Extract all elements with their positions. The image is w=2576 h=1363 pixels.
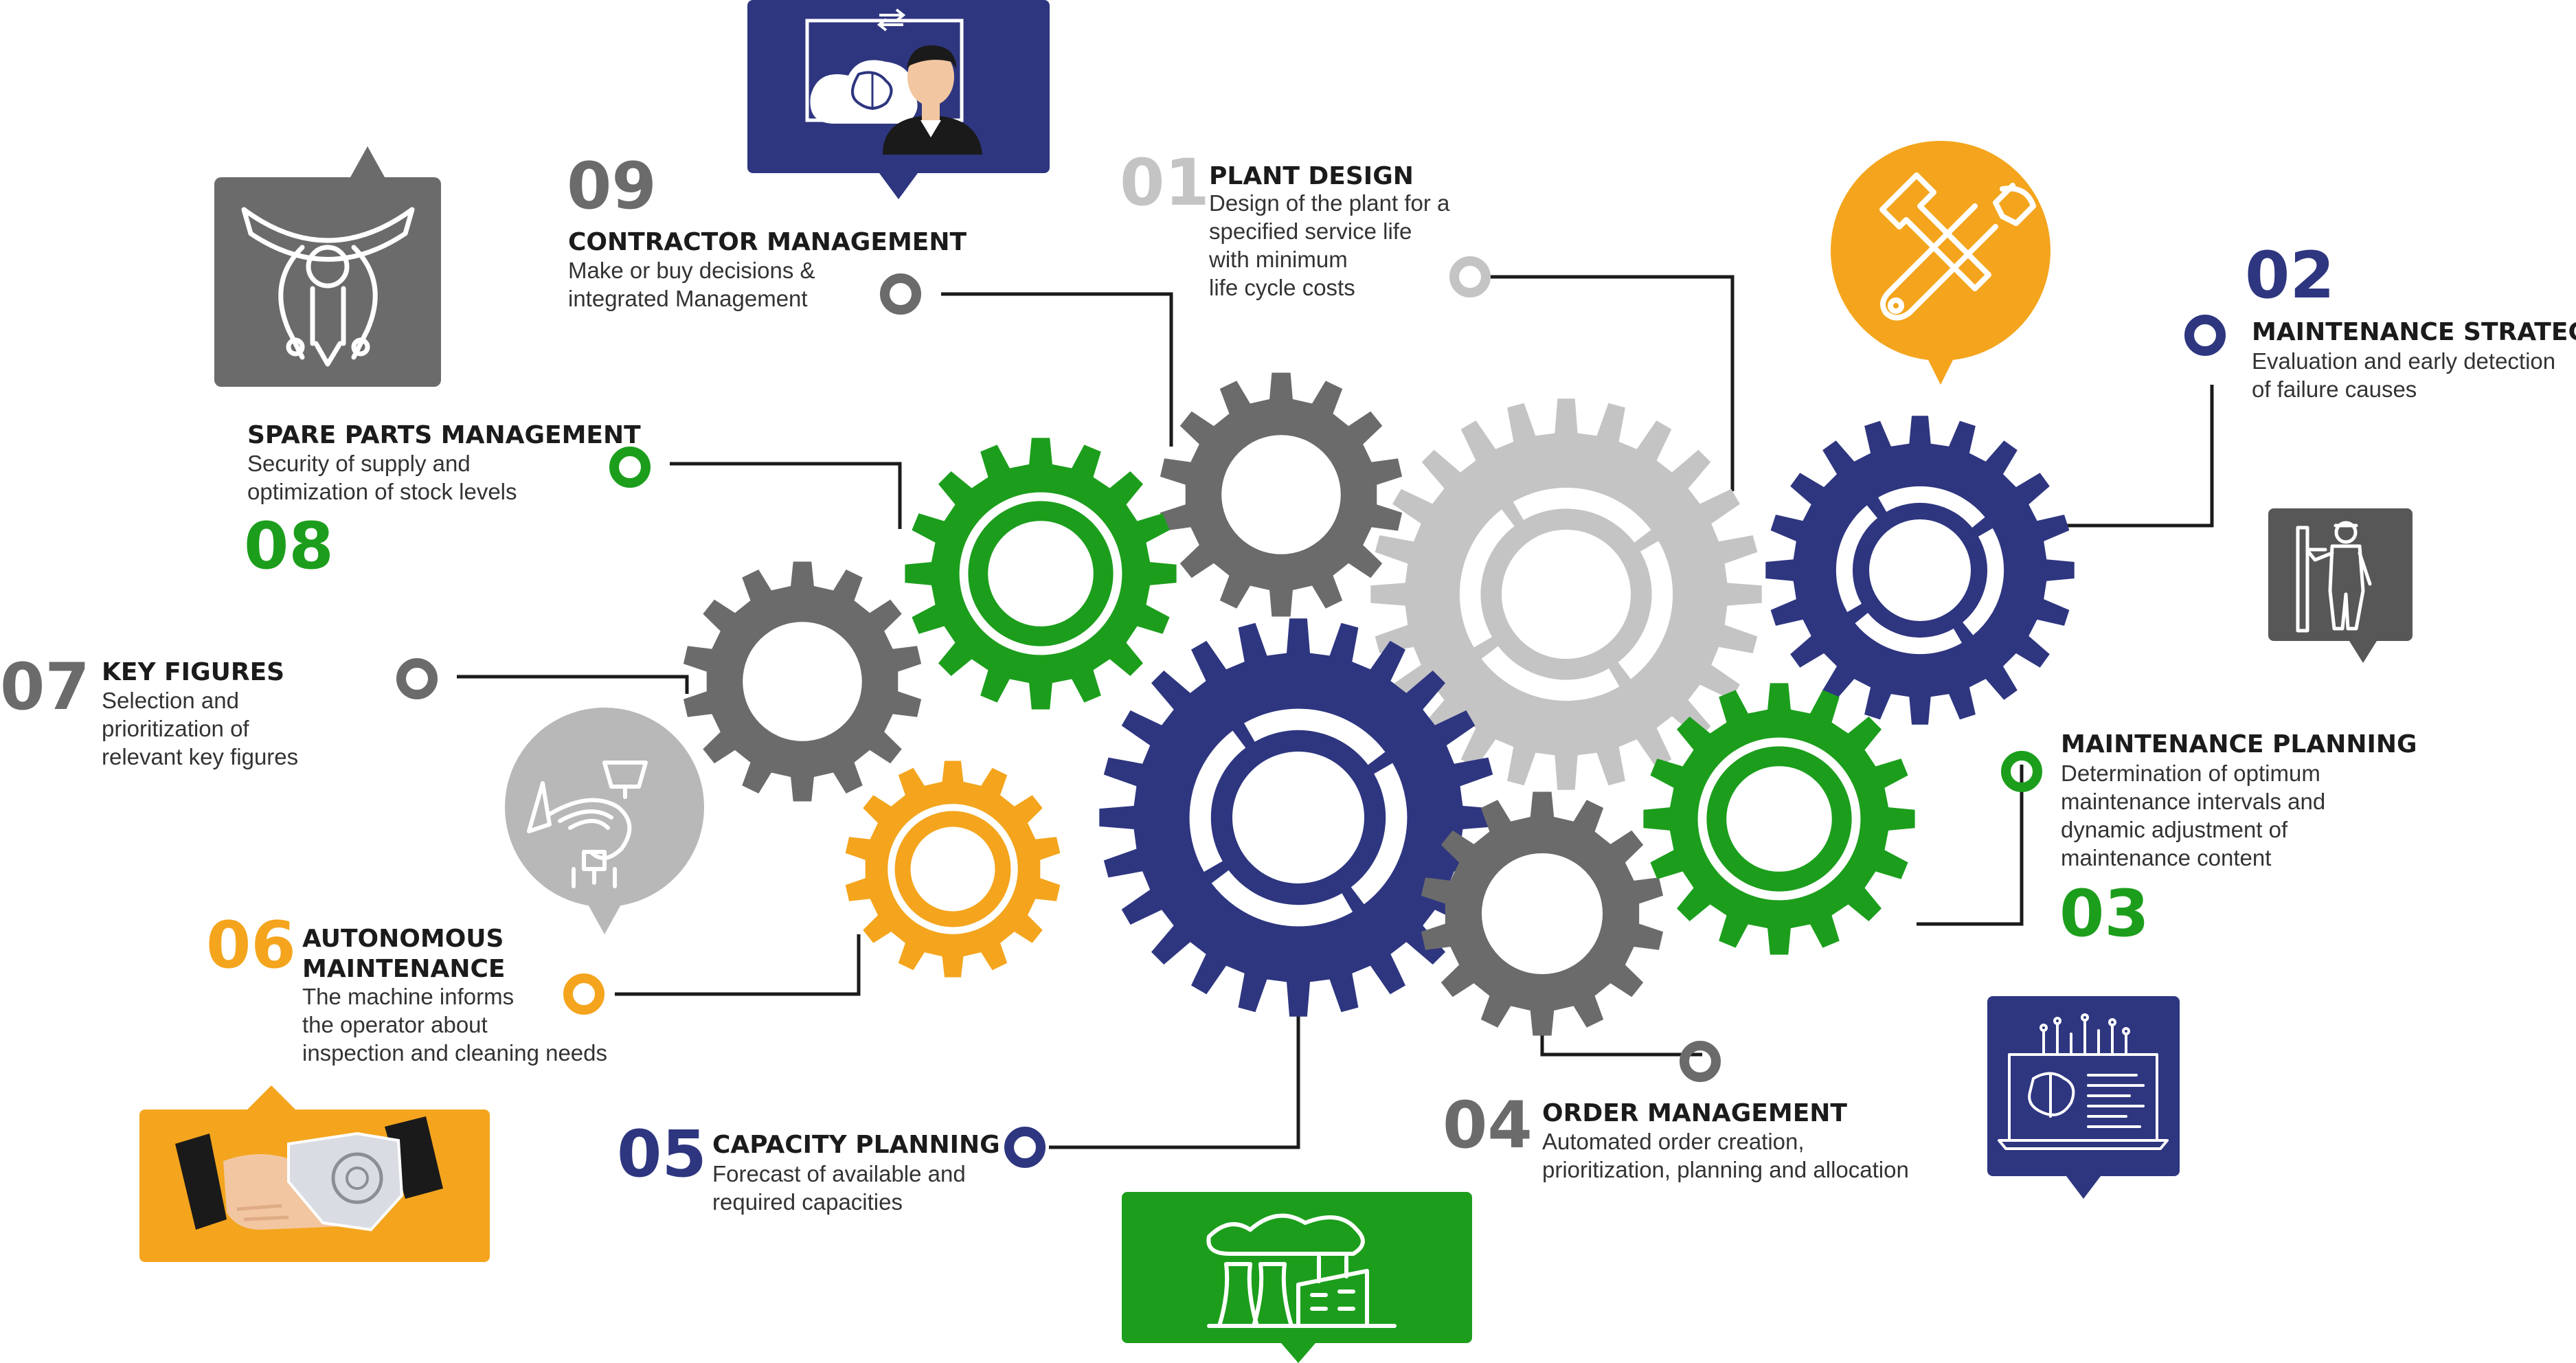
ai-laptop-icon: [1987, 996, 2180, 1199]
gear-gray-top: [1160, 372, 1403, 617]
item-title-05: CAPACITY PLANNING: [712, 1131, 1000, 1159]
gear-orange: [845, 761, 1061, 978]
item-number-08: 08: [244, 509, 334, 584]
marker-ring-08: [609, 447, 651, 488]
gear-gray-left: [683, 561, 922, 802]
gear-cluster: [683, 372, 2075, 1036]
item-desc-09: Make or buy decisions &integrated Manage…: [568, 258, 815, 311]
handshake-icon: [139, 1085, 490, 1262]
item-title-04: ORDER MANAGEMENT: [1542, 1099, 1847, 1127]
marker-ring-03: [2001, 751, 2042, 792]
item-title-07: KEY FIGURES: [102, 658, 284, 686]
connector-lines: [457, 275, 2214, 1149]
item-number-05: 05: [617, 1117, 707, 1192]
item-number-09: 09: [567, 149, 657, 224]
item-title-09: CONTRACTOR MANAGEMENT: [568, 228, 967, 256]
item-number-06: 06: [206, 908, 296, 983]
marker-ring-06: [563, 973, 605, 1015]
item-number-07: 07: [0, 650, 90, 725]
marker-ring-04: [1680, 1041, 1721, 1082]
tools-icon: [1831, 141, 2050, 385]
marker-ring-05: [1004, 1127, 1046, 1168]
brain-person-icon: [747, 0, 1050, 199]
item-title-01: PLANT DESIGN: [1209, 162, 1414, 190]
gear-green-right: [1643, 683, 1915, 955]
robot-gripper-icon: [214, 146, 441, 387]
item-number-01: 01: [1120, 146, 1210, 221]
item-title-08: SPARE PARTS MANAGEMENT: [247, 421, 641, 449]
worker-icon: [2268, 508, 2413, 663]
gear-gray-bottom: [1421, 791, 1664, 1036]
item-title-02: MAINTENANCE STRATEGY: [2252, 318, 2576, 346]
marker-ring-09: [880, 273, 921, 315]
gear-navy-right: [1765, 416, 2075, 725]
item-number-02: 02: [2245, 238, 2335, 313]
gear-lightgray: [1370, 398, 1762, 790]
gear-navy-center: [1099, 618, 1498, 1017]
item-number-04: 04: [1443, 1088, 1533, 1163]
factory-icon: [1122, 1192, 1472, 1363]
gear-green-left: [905, 438, 1177, 710]
item-number-03: 03: [2059, 877, 2149, 951]
marker-ring-02: [2184, 315, 2226, 356]
marker-ring-07: [396, 658, 438, 699]
item-title-03: MAINTENANCE PLANNING: [2061, 730, 2417, 758]
item-desc-04: Automated order creation,prioritization,…: [1542, 1129, 1909, 1182]
marker-rings: [396, 256, 2226, 1168]
robot-arm-icon: [505, 708, 704, 934]
marker-ring-01: [1449, 256, 1491, 297]
